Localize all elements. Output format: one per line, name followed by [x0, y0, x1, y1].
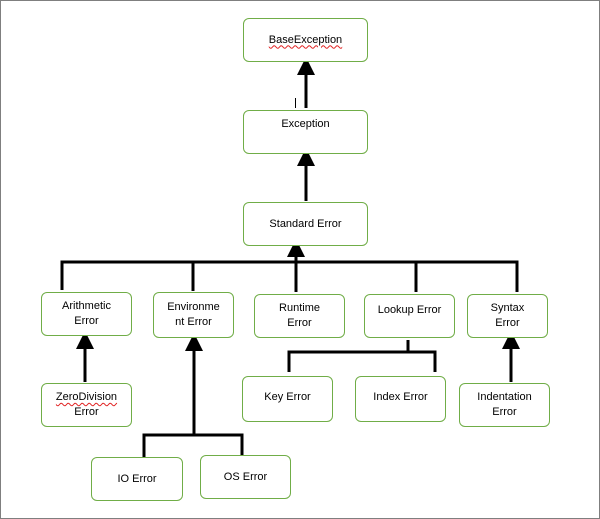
- node-runtime-error-line1: Runtime: [279, 302, 320, 314]
- node-runtime-error-line2: Error: [287, 317, 312, 329]
- lookup-branch: [287, 350, 437, 372]
- node-base-exception: BaseException: [243, 18, 368, 62]
- node-base-exception-label: BaseException: [268, 33, 343, 46]
- node-index-error-label: Index Error: [373, 391, 428, 403]
- node-zero-division-error-line2: Error: [74, 406, 99, 418]
- node-arithmetic-error-line2: Error: [74, 315, 99, 327]
- node-os-error-label: OS Error: [223, 470, 268, 483]
- node-environment-error: Environme nt Error: [153, 292, 234, 338]
- node-os-error: OS Error: [200, 455, 291, 499]
- node-io-error: IO Error: [91, 457, 183, 501]
- node-exception: Exception: [243, 110, 368, 154]
- node-key-error-label: Key Error: [264, 391, 311, 403]
- node-indentation-error-line2: Error: [492, 406, 517, 418]
- node-standard-error: Standard Error: [243, 202, 368, 246]
- node-index-error: Index Error: [355, 376, 446, 422]
- stray-tick-mark: [295, 98, 296, 108]
- node-indentation-error: Indentation Error: [459, 383, 550, 427]
- node-indentation-error-line1: Indentation: [477, 391, 532, 403]
- node-zero-division-error: ZeroDivision Error: [41, 383, 132, 427]
- node-exception-label: Exception: [281, 118, 330, 130]
- node-arithmetic-error: Arithmetic Error: [41, 292, 132, 336]
- node-runtime-error: Runtime Error: [254, 294, 345, 338]
- node-syntax-error: Syntax Error: [467, 294, 548, 338]
- node-lookup-error-label: Lookup Error: [377, 304, 442, 316]
- node-key-error: Key Error: [242, 376, 333, 422]
- node-lookup-error: Lookup Error: [364, 294, 455, 338]
- node-environment-error-line1: Environme: [167, 301, 220, 313]
- node-syntax-error-line1: Syntax: [490, 302, 525, 314]
- children-bus: [60, 260, 519, 292]
- node-zero-division-error-line1: ZeroDivision: [55, 391, 118, 403]
- node-syntax-error-line2: Error: [495, 317, 520, 329]
- node-standard-error-label: Standard Error: [269, 217, 342, 230]
- node-environment-error-line2: nt Error: [175, 316, 212, 328]
- node-io-error-label: IO Error: [117, 472, 157, 485]
- node-arithmetic-error-line1: Arithmetic: [62, 300, 111, 312]
- io-os-branch: [142, 433, 244, 457]
